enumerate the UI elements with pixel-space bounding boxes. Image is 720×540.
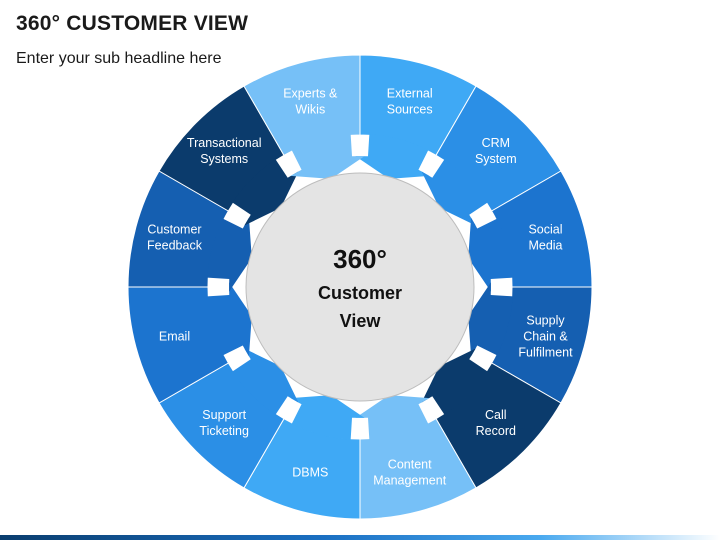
center-subtitle-line2: View [340, 311, 382, 331]
segment-label-experts-wikis: Experts &Wikis [283, 87, 338, 117]
arrow-call-record [421, 348, 488, 415]
arrow-email [207, 282, 252, 357]
center-subtitle-line1: Customer [318, 283, 402, 303]
bottom-accent-bar [0, 535, 720, 540]
arrow-content-management [355, 395, 430, 440]
arrow-social-media [468, 217, 513, 292]
center-title: 360° [333, 244, 387, 274]
arrow-dbms [290, 395, 365, 440]
arrow-transactional-systems [232, 159, 299, 226]
segment-label-dbms: DBMS [292, 466, 328, 480]
slide-subtitle: Enter your sub headline here [16, 50, 222, 67]
center-circle [245, 172, 475, 402]
arrow-support-ticketing [232, 348, 299, 415]
arrow-external-sources [355, 134, 430, 179]
slide-title: 360° CUSTOMER VIEW [16, 12, 249, 35]
arrow-experts-wikis [290, 134, 365, 179]
segment-label-email: Email [159, 330, 190, 344]
arrow-supply-chain-fulfilment [468, 282, 513, 357]
arrow-customer-feedback [207, 217, 252, 292]
arrow-crm-system [421, 159, 488, 226]
